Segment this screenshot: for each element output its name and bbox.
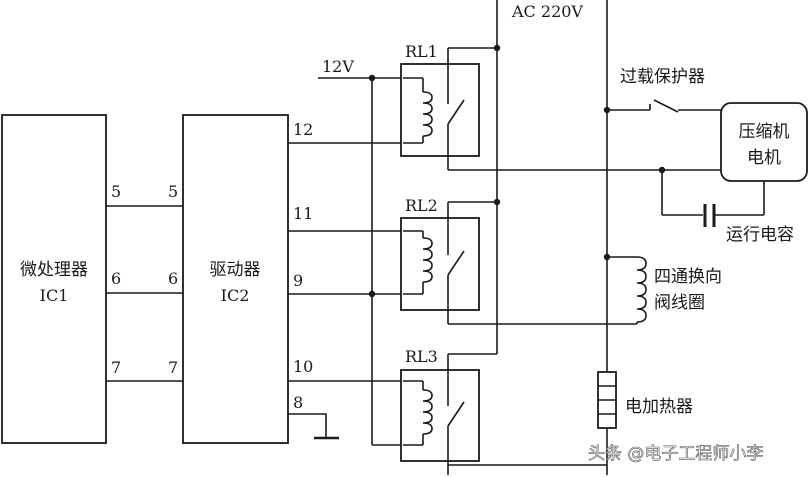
compressor-label-1: 压缩机 [739,122,790,142]
dc-12v-rail [318,77,403,446]
ic1-pin-7: 7 [111,358,121,377]
ic2-id: IC2 [221,286,250,305]
four-way-valve-coil [448,256,647,325]
ac-live-line [448,0,498,355]
ic2-pin-8: 8 [293,393,303,412]
ic2-pin-6: 6 [168,269,178,288]
junction-dot [658,166,666,174]
relay-rl2 [400,202,480,324]
ic1-pin-5: 5 [111,182,121,201]
ic2-box [182,114,289,444]
ic-bus [106,205,183,382]
ac-supply-label: AC 220V [511,2,583,21]
overload-label: 过载保护器 [620,67,705,87]
junction-dot [493,44,501,52]
ic2-pin-7: 7 [168,358,178,377]
ground-symbol [288,413,339,440]
ic2-pin-5: 5 [168,182,178,201]
dc-supply-label: 12V [322,57,354,76]
ic2-pin-9: 9 [293,271,303,290]
compressor-label-2: 电机 [747,148,781,168]
watermark-text: 头条 @电子工程师小李 [588,444,763,464]
drive-lines [288,142,403,382]
valve-label-2: 阀线圈 [654,293,705,313]
junction-dot [368,74,376,82]
ic2-pin-10: 10 [293,357,313,376]
junction-dot [493,198,501,206]
run-cap-label: 运行电容 [726,225,794,245]
heater-label: 电加热器 [625,397,693,417]
overload-protector [607,99,722,113]
electric-heater [448,371,617,466]
compressor-feed [448,169,765,216]
ic2-name: 驱动器 [210,260,261,280]
ic1-pin-6: 6 [111,269,121,288]
relay-rl3-label: RL3 [405,347,438,366]
relay-rl2-label: RL2 [405,196,438,215]
ic1-box [1,114,107,444]
relay-rl1 [400,48,480,170]
ic1-name: 微处理器 [20,260,88,280]
compressor-motor [720,102,808,182]
ic2-pin-11: 11 [293,204,313,223]
ic2-pin-12: 12 [293,120,313,139]
valve-label-1: 四通换向 [654,267,722,287]
relay-rl1-label: RL1 [405,42,438,61]
ic1-id: IC1 [40,286,69,305]
relay-rl3 [400,354,480,475]
run-capacitor [703,204,716,227]
